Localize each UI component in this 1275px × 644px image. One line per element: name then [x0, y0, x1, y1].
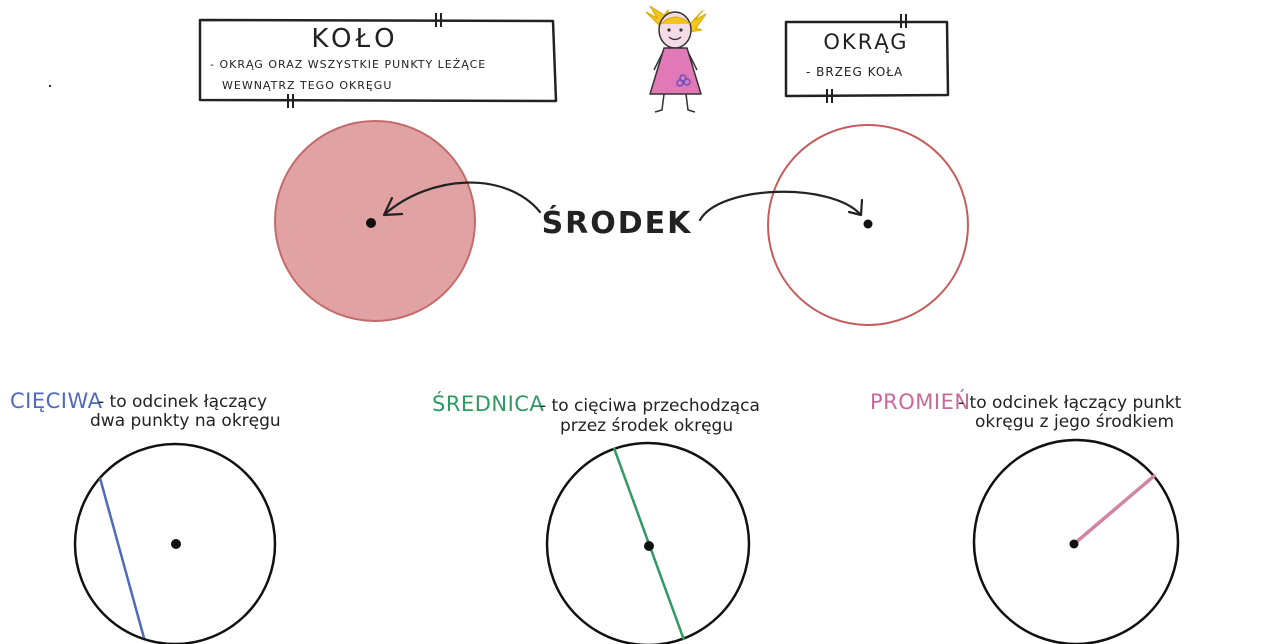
arrow-to-kolo-center: [383, 181, 542, 216]
okrag-box-tick-bottom: [826, 89, 833, 103]
cieciwa-circle: [73, 442, 277, 644]
center-label: ŚRODEK: [542, 204, 693, 241]
okrag-center-point: [863, 219, 873, 229]
cieciwa-chord-line: [98, 477, 146, 639]
stray-dot: [48, 84, 52, 88]
cieciwa-term: CIĘCIWA: [10, 389, 103, 413]
cieciwa-def-line1: - to odcinek łączący: [98, 392, 267, 412]
cieciwa-center-point: [171, 539, 181, 549]
arrow-to-okrag-center: [698, 190, 862, 222]
okrag-definition-line1: - BRZEG KOŁA: [806, 65, 903, 79]
okrag-title: OKRĄG: [823, 30, 908, 54]
kolo-definition-box: KOŁO - OKRĄG ORAZ WSZYSTKIE PUNKTY LEŻĄC…: [198, 13, 558, 108]
srednica-def-line2: przez środek okręgu: [560, 416, 733, 436]
kolo-box-tick-top: [435, 13, 442, 27]
promien-def-line1: - to odcinek łączący punkt: [958, 393, 1182, 413]
curved-arrow-icon: [382, 181, 864, 222]
kolo-box-tick-bottom: [287, 94, 294, 108]
kolo-definition-line2: WEWNĄTRZ TEGO OKRĘGU: [222, 79, 392, 92]
kolo-center-point: [366, 218, 376, 228]
kolo-filled-circle: [274, 120, 476, 322]
srednica-center-point: [644, 541, 654, 551]
okrag-box-frame: [784, 20, 950, 98]
girl-character-icon: [645, 5, 707, 113]
srednica-term: ŚREDNICA: [432, 391, 544, 416]
kolo-definition-line1: - OKRĄG ORAZ WSZYSTKIE PUNKTY LEŻĄCE: [210, 58, 486, 71]
okrag-outline-circle: [767, 124, 969, 326]
promien-circle: [972, 438, 1180, 644]
arrow-to-okrag-center-head: [847, 198, 864, 217]
promien-center-point: [1069, 539, 1079, 549]
cieciwa-def-line2: dwa punkty na okręgu: [90, 411, 281, 431]
srednica-circle: [545, 441, 751, 644]
okrag-definition-box: OKRĄG - BRZEG KOŁA: [784, 14, 950, 103]
arrow-to-kolo-center-head: [382, 196, 404, 217]
promien-radius-line: [1072, 474, 1156, 546]
cieciwa-definition: CIĘCIWA - to odcinek łączący dwa punkty …: [10, 389, 281, 431]
srednica-def-line1: - to cięciwa przechodząca: [540, 396, 760, 416]
kolo-title: KOŁO: [311, 24, 398, 54]
promien-term: PROMIEŃ: [870, 389, 971, 414]
okrag-box-tick-top: [900, 14, 907, 28]
srednica-definition: ŚREDNICA - to cięciwa przechodząca przez…: [432, 391, 760, 436]
promien-def-line2: okręgu z jego środkiem: [975, 412, 1174, 432]
promien-definition: PROMIEŃ - to odcinek łączący punkt okręg…: [870, 389, 1182, 432]
